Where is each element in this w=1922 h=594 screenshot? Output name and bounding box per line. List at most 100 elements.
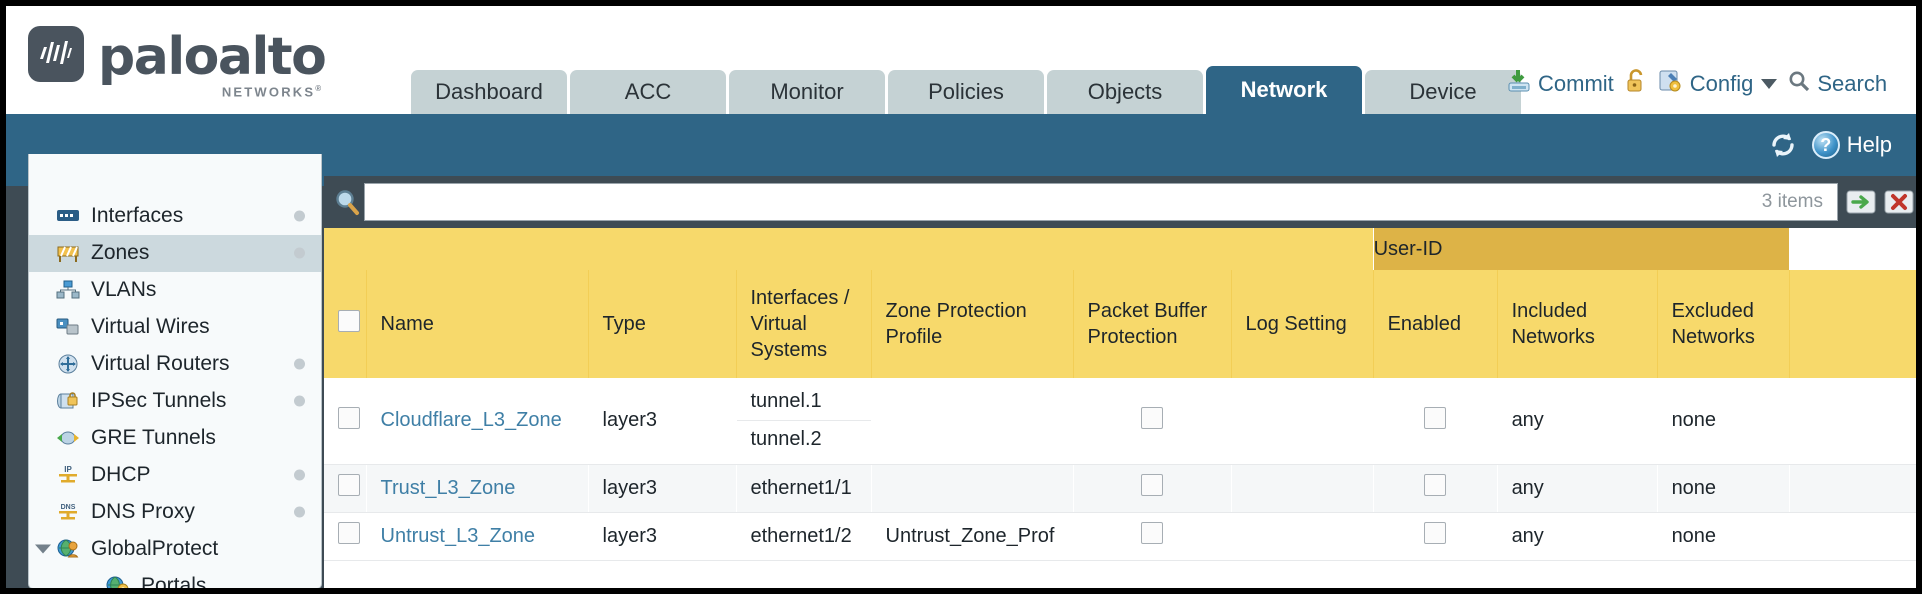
table-row[interactable]: Cloudflare_L3_Zone layer3 tunnel.1 tunne… — [324, 378, 1916, 465]
search-input[interactable] — [365, 183, 1762, 221]
sidebar-item-virtual-routers[interactable]: Virtual Routers — [29, 346, 321, 383]
sidebar-item-gre-tunnels[interactable]: GRE Tunnels — [29, 420, 321, 457]
cell-zone-protection-profile — [871, 378, 1074, 465]
cell-name[interactable]: Trust_L3_Zone — [366, 464, 589, 513]
col-header-packet-buffer-protection[interactable]: Packet Buffer Protection — [1073, 270, 1232, 378]
zones-table-container: User-ID Name Type Interfaces / Virtual S… — [324, 228, 1916, 588]
col-header-excluded-networks[interactable]: Excluded Networks — [1657, 270, 1790, 378]
col-header-type[interactable]: Type — [588, 270, 737, 378]
cell-userid-enabled[interactable] — [1373, 464, 1498, 513]
help-label: Help — [1846, 132, 1892, 157]
sub-header-band: ? Help — [6, 114, 1916, 186]
row-select-cell[interactable] — [324, 512, 367, 561]
tab-policies[interactable]: Policies — [888, 70, 1044, 114]
row-checkbox[interactable] — [338, 474, 360, 496]
select-all-header[interactable] — [324, 270, 367, 378]
zone-name-link[interactable]: Cloudflare_L3_Zone — [380, 409, 562, 432]
cell-packet-buffer-protection[interactable] — [1073, 464, 1232, 513]
sidebar-item-dhcp[interactable]: IP DHCP — [29, 457, 321, 494]
search-magnifier-icon — [1787, 69, 1811, 99]
virtual-routers-icon — [55, 352, 81, 376]
tab-device[interactable]: Device — [1365, 70, 1521, 114]
status-dot — [294, 247, 305, 259]
cell-packet-buffer-protection[interactable] — [1073, 378, 1232, 465]
interface-item: ethernet1/1 — [750, 476, 852, 499]
row-checkbox[interactable] — [338, 406, 360, 429]
sidebar-item-zones[interactable]: Zones — [29, 235, 321, 272]
tab-dashboard[interactable]: Dashboard — [411, 70, 567, 114]
cell-excluded-networks: none — [1657, 464, 1790, 513]
row-checkbox[interactable] — [338, 522, 360, 544]
expand-collapse-twisty-icon[interactable] — [35, 544, 51, 554]
tab-monitor[interactable]: Monitor — [729, 70, 885, 114]
cell-log-setting — [1231, 464, 1374, 513]
packet-buffer-protection-checkbox[interactable] — [1141, 474, 1163, 496]
zones-table-body: Cloudflare_L3_Zone layer3 tunnel.1 tunne… — [324, 378, 1916, 561]
packet-buffer-protection-checkbox[interactable] — [1141, 522, 1163, 544]
page-body: Interfaces Zones VLANs Vir — [6, 154, 1916, 588]
top-toolbar: Commit Config — [1506, 68, 1887, 100]
status-dot — [294, 358, 305, 370]
cell-name[interactable]: Untrust_L3_Zone — [366, 512, 589, 561]
sidebar-item-ipsec-tunnels[interactable]: IPSec Tunnels — [29, 383, 321, 420]
table-header-row: Name Type Interfaces / Virtual Systems Z… — [324, 270, 1916, 378]
cell-excluded-networks: none — [1657, 512, 1790, 561]
help-button[interactable]: ? Help — [1811, 131, 1892, 159]
userid-enabled-checkbox[interactable] — [1424, 474, 1447, 496]
col-header-interfaces-virtual-systems[interactable]: Interfaces / Virtual Systems — [736, 270, 872, 378]
userid-enabled-checkbox[interactable] — [1424, 406, 1447, 429]
search-field-wrapper[interactable]: 3 items — [364, 183, 1838, 221]
vlans-icon — [55, 278, 81, 302]
refresh-icon[interactable] — [1768, 130, 1798, 160]
help-question-icon: ? — [1811, 131, 1840, 159]
tab-acc[interactable]: ACC — [570, 70, 726, 114]
packet-buffer-protection-checkbox[interactable] — [1141, 406, 1163, 429]
sidebar-item-dns-proxy[interactable]: DNS DNS Proxy — [29, 494, 321, 531]
tab-objects[interactable]: Objects — [1047, 70, 1203, 114]
search-magnifier-icon[interactable] — [330, 185, 364, 219]
col-header-log-setting[interactable]: Log Setting — [1231, 270, 1374, 378]
zone-name-link[interactable]: Untrust_L3_Zone — [380, 524, 536, 547]
table-row[interactable]: Trust_L3_Zone layer3 ethernet1/1 — [324, 464, 1916, 513]
search-button[interactable]: Search — [1787, 69, 1887, 99]
col-header-enabled[interactable]: Enabled — [1373, 270, 1498, 378]
sidebar-item-label: Portals — [141, 574, 207, 588]
sidebar-item-portals[interactable]: Portals — [29, 568, 321, 588]
userid-enabled-checkbox[interactable] — [1424, 522, 1447, 544]
apply-filter-arrow-icon[interactable] — [1846, 187, 1876, 217]
cell-log-setting — [1231, 512, 1374, 561]
sidebar-item-virtual-wires[interactable]: Virtual Wires — [29, 309, 321, 346]
cell-included-networks: any — [1497, 378, 1658, 465]
cell-packet-buffer-protection[interactable] — [1073, 512, 1232, 561]
cell-userid-enabled[interactable] — [1373, 512, 1498, 561]
unlocked-padlock-icon[interactable] — [1624, 68, 1648, 100]
interface-item: ethernet1/2 — [750, 524, 852, 547]
search-label: Search — [1817, 71, 1888, 96]
cell-type: layer3 — [588, 464, 737, 513]
col-header-included-networks[interactable]: Included Networks — [1497, 270, 1658, 378]
cell-excluded-networks: none — [1657, 378, 1790, 465]
commit-button[interactable]: Commit — [1506, 68, 1614, 100]
sidebar-item-interfaces[interactable]: Interfaces — [29, 198, 321, 235]
config-menu[interactable]: Config — [1658, 68, 1778, 100]
row-select-cell[interactable] — [324, 464, 367, 513]
cell-interfaces: tunnel.1 tunnel.2 — [736, 378, 872, 465]
sidebar-item-globalprotect[interactable]: GlobalProtect — [29, 531, 321, 568]
sidebar-item-label: GRE Tunnels — [91, 426, 216, 449]
portals-icon — [105, 574, 131, 588]
col-header-name[interactable]: Name — [366, 270, 589, 378]
cell-name[interactable]: Cloudflare_L3_Zone — [366, 378, 589, 465]
sidebar-item-vlans[interactable]: VLANs — [29, 272, 321, 309]
col-header-zone-protection-profile[interactable]: Zone Protection Profile — [871, 270, 1074, 378]
select-all-checkbox[interactable] — [338, 309, 360, 332]
tab-network[interactable]: Network — [1206, 66, 1362, 114]
group-header-user-id: User-ID — [1373, 228, 1790, 270]
row-select-cell[interactable] — [324, 378, 367, 465]
clear-filter-x-icon[interactable] — [1884, 187, 1914, 217]
table-row[interactable]: Untrust_L3_Zone layer3 ethernet1/2 Untru… — [324, 512, 1916, 561]
cell-userid-enabled[interactable] — [1373, 378, 1498, 465]
zone-name-link[interactable]: Trust_L3_Zone — [380, 476, 516, 499]
cell-interfaces: ethernet1/2 — [736, 512, 872, 561]
sidebar-item-label: DHCP — [91, 463, 151, 486]
sidebar-item-label: VLANs — [91, 278, 157, 301]
